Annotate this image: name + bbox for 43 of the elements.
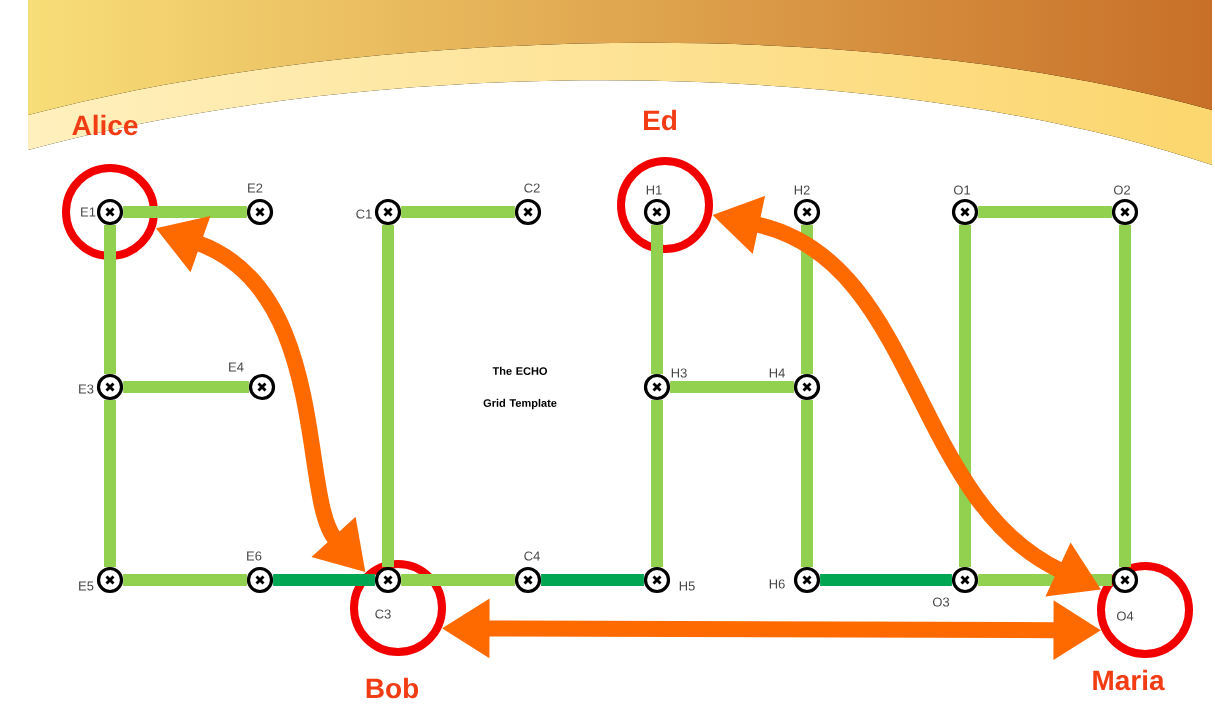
grid-line (801, 225, 813, 374)
point-label: E6 (245, 550, 263, 562)
grid-line (978, 206, 1112, 218)
point-label: H5 (677, 580, 697, 592)
point-label: O1 (952, 184, 972, 196)
grid-line (123, 206, 247, 218)
person-name: Bob (366, 677, 419, 699)
grid-line (651, 400, 663, 567)
point-label: C4 (522, 550, 542, 562)
point-label: E4 (227, 361, 245, 373)
grid-line (401, 574, 515, 586)
point-label: E2 (246, 182, 264, 194)
point-label: E5 (77, 580, 95, 592)
point-label: H4 (767, 367, 787, 379)
person-name: Ed (644, 109, 677, 131)
point-label: E1 (79, 206, 97, 218)
grid-line (1119, 225, 1131, 567)
point-label: H1 (644, 184, 664, 196)
point-label: C1 (354, 208, 374, 220)
grid-line (820, 574, 952, 586)
point-label: H6 (767, 578, 787, 590)
grid-line (401, 206, 515, 218)
person-name: Maria (1093, 669, 1165, 691)
point-label: O4 (1115, 610, 1135, 622)
point-label: E3 (77, 383, 95, 395)
grid-line (123, 381, 249, 393)
point-label: O3 (931, 596, 951, 608)
point-label: H2 (792, 184, 812, 196)
point-label: C3 (373, 608, 393, 620)
point-label: H3 (669, 367, 689, 379)
grid-line (382, 225, 394, 567)
grid-line (104, 400, 116, 567)
grid-line (104, 225, 116, 374)
grid-line (123, 574, 247, 586)
point-label: C2 (522, 182, 542, 194)
grid-line (541, 574, 644, 586)
template-title: The ECHO Grid Template (483, 366, 557, 410)
grid-line (801, 400, 813, 567)
point-label: O2 (1112, 184, 1132, 196)
grid-line (670, 381, 794, 393)
grid-line (273, 574, 375, 586)
grid-line (959, 225, 971, 567)
person-name: Alice (72, 114, 138, 136)
